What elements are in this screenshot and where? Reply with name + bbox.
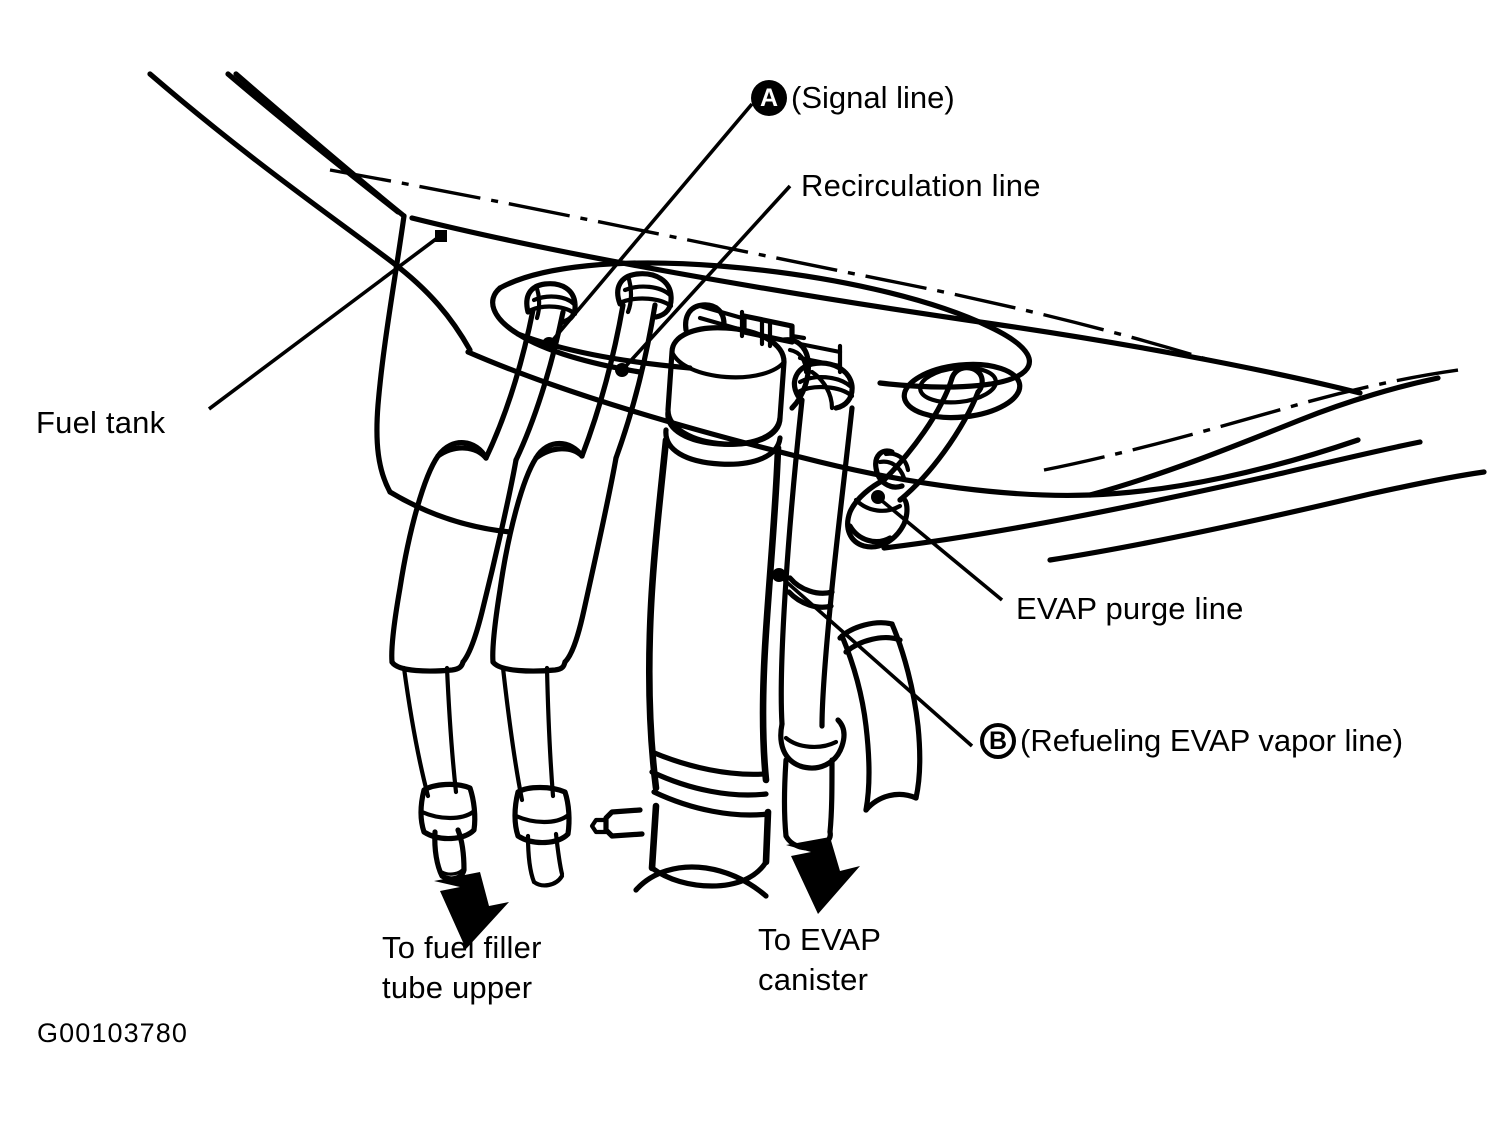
figure-id-code: G00103780 <box>37 1018 189 1048</box>
refueling-evap-vapor-line <box>778 360 855 851</box>
label-to-fuel-filler-tube-upper: To fuel filler tube upper <box>382 930 542 1005</box>
hose-clamp-second <box>615 271 674 320</box>
callout-b-badge: B <box>980 723 1016 759</box>
hose-left-thin <box>389 307 566 882</box>
orvr-valve-assembly <box>663 302 843 467</box>
callout-a-badge: A <box>751 80 787 116</box>
arrow-to-evap-canister <box>786 837 860 914</box>
callout-b: B (Refueling EVAP vapor line) <box>980 723 1403 759</box>
arrow-to-fuel-filler-tube <box>434 872 509 949</box>
tank-centerlines <box>329 168 1467 472</box>
label-recirculation-line: Recirculation line <box>801 168 1041 203</box>
callout-a-label: (Signal line) <box>791 80 955 115</box>
evap-purge-line <box>845 365 985 550</box>
label-to-evap-canister: To EVAP canister <box>758 922 882 997</box>
callout-b-label: (Refueling EVAP vapor line) <box>1020 723 1404 758</box>
label-evap-purge-line: EVAP purge line <box>1016 591 1244 626</box>
rear-bent-hose <box>837 620 923 813</box>
label-fuel-tank: Fuel tank <box>36 405 166 440</box>
leader-lines <box>207 102 1004 748</box>
callout-a: A (Signal line) <box>751 80 955 116</box>
hose-second-thin <box>490 302 658 888</box>
tank-top-boss <box>490 260 1032 390</box>
fuel-filler-tube-large <box>589 436 782 899</box>
fuel-tank-outline <box>147 71 1487 563</box>
